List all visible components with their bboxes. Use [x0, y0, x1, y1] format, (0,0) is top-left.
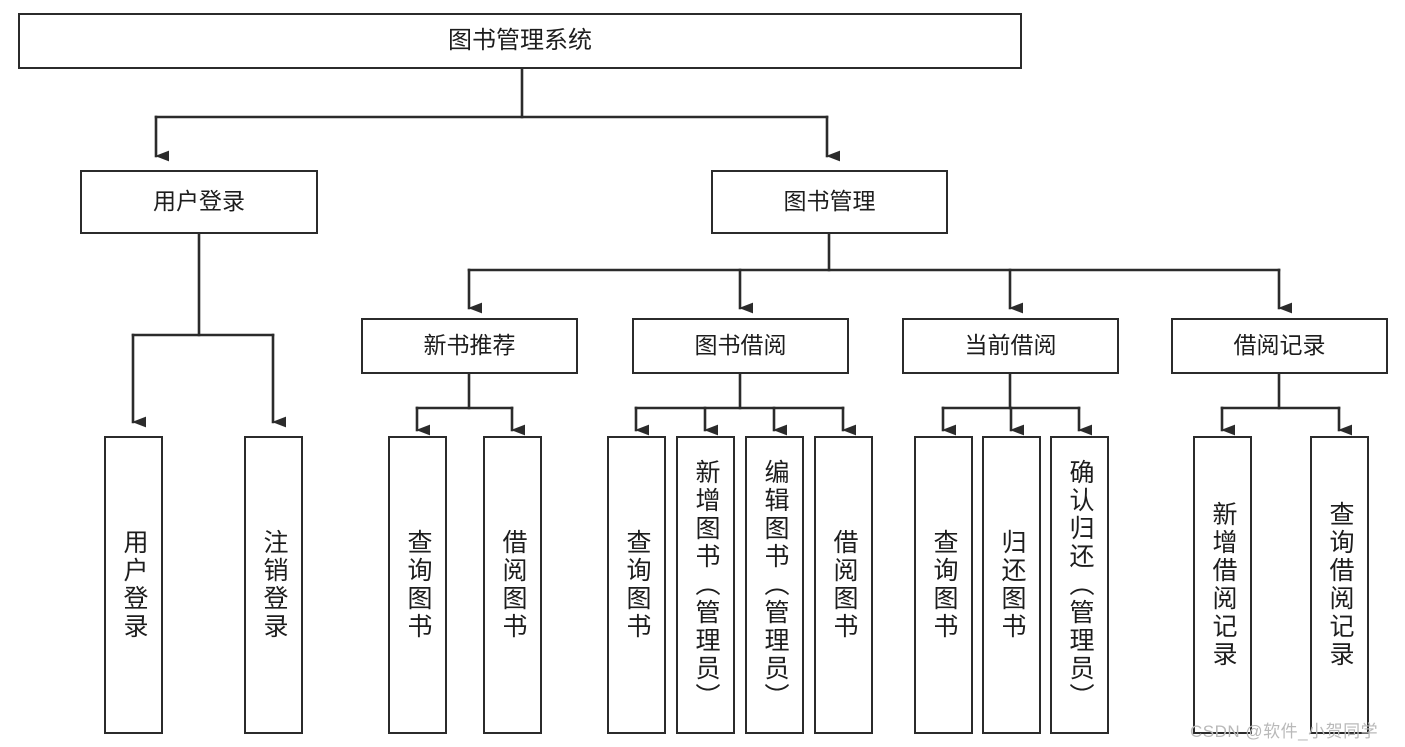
- node-current-borrow-label: 当前借阅: [964, 332, 1057, 359]
- node-leaf-logout[interactable]: 注销登录: [244, 436, 303, 734]
- node-leaf-add-record[interactable]: 新增借阅记录: [1193, 436, 1252, 734]
- node-leaf-query-book-2-label: 查询图书: [623, 529, 651, 641]
- node-user-login-label: 用户登录: [153, 188, 245, 215]
- node-leaf-query-book-1-label: 查询图书: [404, 529, 432, 641]
- node-leaf-add-book-label: 新增图书（管理员）: [692, 459, 720, 711]
- node-leaf-add-record-label: 新增借阅记录: [1209, 501, 1237, 669]
- node-leaf-borrow-book-1-label: 借阅图书: [499, 529, 527, 641]
- node-leaf-query-book-3[interactable]: 查询图书: [914, 436, 973, 734]
- node-leaf-query-record[interactable]: 查询借阅记录: [1310, 436, 1369, 734]
- node-leaf-confirm-return[interactable]: 确认归还（管理员）: [1050, 436, 1109, 734]
- node-user-login[interactable]: 用户登录: [80, 170, 318, 234]
- node-book-manage-label: 图书管理: [783, 188, 876, 215]
- node-leaf-borrow-book-2[interactable]: 借阅图书: [814, 436, 873, 734]
- node-leaf-user-login[interactable]: 用户登录: [104, 436, 163, 734]
- node-leaf-add-book[interactable]: 新增图书（管理员）: [676, 436, 735, 734]
- node-leaf-logout-label: 注销登录: [260, 529, 288, 641]
- node-new-book-rec[interactable]: 新书推荐: [361, 318, 578, 374]
- node-leaf-return-book[interactable]: 归还图书: [982, 436, 1041, 734]
- node-current-borrow[interactable]: 当前借阅: [902, 318, 1119, 374]
- node-book-borrow-label: 图书借阅: [694, 332, 787, 359]
- node-leaf-return-book-label: 归还图书: [998, 529, 1026, 641]
- node-borrow-record-label: 借阅记录: [1233, 332, 1326, 359]
- node-root-label: 图书管理系统: [448, 26, 592, 54]
- node-leaf-query-record-label: 查询借阅记录: [1326, 501, 1354, 669]
- node-leaf-edit-book-label: 编辑图书（管理员）: [761, 459, 789, 711]
- csdn-watermark: CSDN @软件_小贺同学: [1190, 722, 1379, 741]
- node-leaf-query-book-2[interactable]: 查询图书: [607, 436, 666, 734]
- node-leaf-query-book-1[interactable]: 查询图书: [388, 436, 447, 734]
- node-leaf-borrow-book-1[interactable]: 借阅图书: [483, 436, 542, 734]
- node-leaf-edit-book[interactable]: 编辑图书（管理员）: [745, 436, 804, 734]
- node-leaf-confirm-return-label: 确认归还（管理员）: [1066, 459, 1094, 711]
- node-root[interactable]: 图书管理系统: [18, 13, 1022, 69]
- node-borrow-record[interactable]: 借阅记录: [1171, 318, 1388, 374]
- node-leaf-user-login-label: 用户登录: [120, 529, 148, 641]
- node-new-book-rec-label: 新书推荐: [423, 332, 516, 359]
- node-book-manage[interactable]: 图书管理: [711, 170, 948, 234]
- node-leaf-borrow-book-2-label: 借阅图书: [830, 529, 858, 641]
- node-leaf-query-book-3-label: 查询图书: [930, 529, 958, 641]
- node-book-borrow[interactable]: 图书借阅: [632, 318, 849, 374]
